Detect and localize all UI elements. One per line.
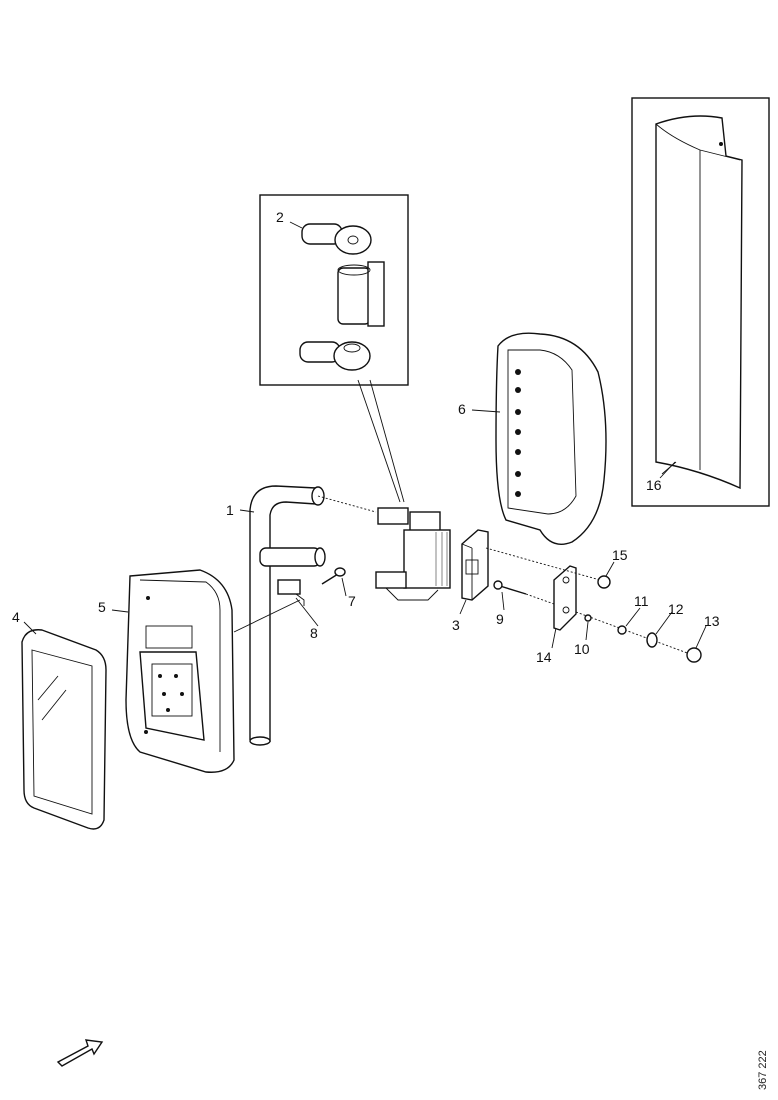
- mounting-plate: [525, 565, 577, 631]
- callout-1: 1: [226, 502, 234, 518]
- hardware-set: [485, 547, 702, 663]
- callout-6: 6: [458, 401, 466, 417]
- clamp-bracket: [461, 529, 489, 601]
- callout-3: 3: [452, 617, 460, 633]
- callout-4: 4: [12, 609, 20, 625]
- callout-2: 2: [276, 209, 284, 225]
- bolt: [493, 580, 527, 595]
- callout-16: 16: [646, 477, 662, 493]
- clip: [233, 579, 305, 633]
- callout-13: 13: [704, 613, 720, 629]
- callout-8: 8: [310, 625, 318, 641]
- callout-11: 11: [634, 593, 649, 609]
- callout-12: 12: [668, 601, 684, 617]
- screw: [321, 567, 346, 585]
- wide-angle-mirror-housing: [495, 332, 607, 545]
- callout-7: 7: [348, 593, 356, 609]
- callout-labels: 1 2 3 4 5 6 7 8 9 10 11 12 13 14 15 16: [12, 209, 720, 665]
- panel-inset-16: [631, 97, 770, 507]
- document-reference: 367 222: [757, 1050, 769, 1090]
- callout-5: 5: [98, 599, 106, 615]
- callout-9: 9: [496, 611, 504, 627]
- leader-lines: [23, 221, 707, 649]
- mirror-glass: [21, 629, 107, 830]
- mirror-arm: [249, 485, 326, 746]
- hinge-detail-inset: [259, 194, 409, 503]
- callout-15: 15: [612, 547, 628, 563]
- arrow-icon: [56, 1039, 104, 1067]
- mirror-housing: [125, 569, 235, 773]
- callout-14: 14: [536, 649, 552, 665]
- callout-10: 10: [574, 641, 590, 657]
- hinge-assembly: [317, 495, 451, 601]
